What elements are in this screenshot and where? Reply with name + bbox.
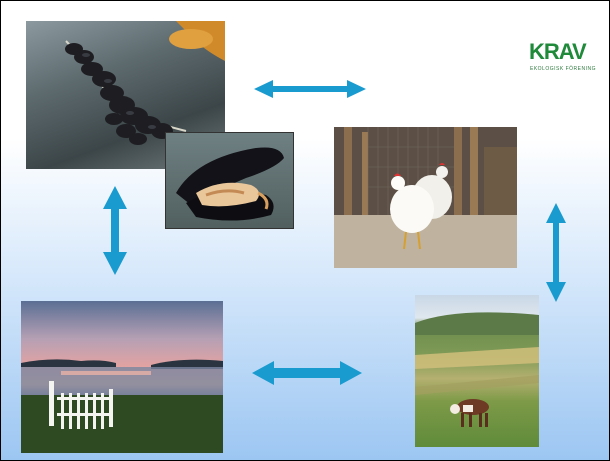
white-gate xyxy=(49,381,113,429)
krav-logo-subtitle: EKOLOGISK FÖRENING xyxy=(530,66,596,72)
mussels-on-rope-photo xyxy=(26,21,225,169)
cattle-pasture-photo xyxy=(415,295,539,447)
open-mussel-photo xyxy=(165,132,294,229)
white-hens-photo xyxy=(334,127,517,268)
double-arrow-hens-pasture xyxy=(546,203,566,302)
double-arrow-pasture-sunset xyxy=(252,361,362,385)
cow xyxy=(450,399,489,427)
double-arrow-mussels-hens xyxy=(254,80,366,98)
krav-logo-text: KRAV xyxy=(529,39,587,64)
sunset-lake-photo xyxy=(21,301,223,453)
double-arrow-sunset-mussels xyxy=(103,186,127,275)
krav-logo: KRAV EKOLOGISK FÖRENING xyxy=(529,39,609,79)
